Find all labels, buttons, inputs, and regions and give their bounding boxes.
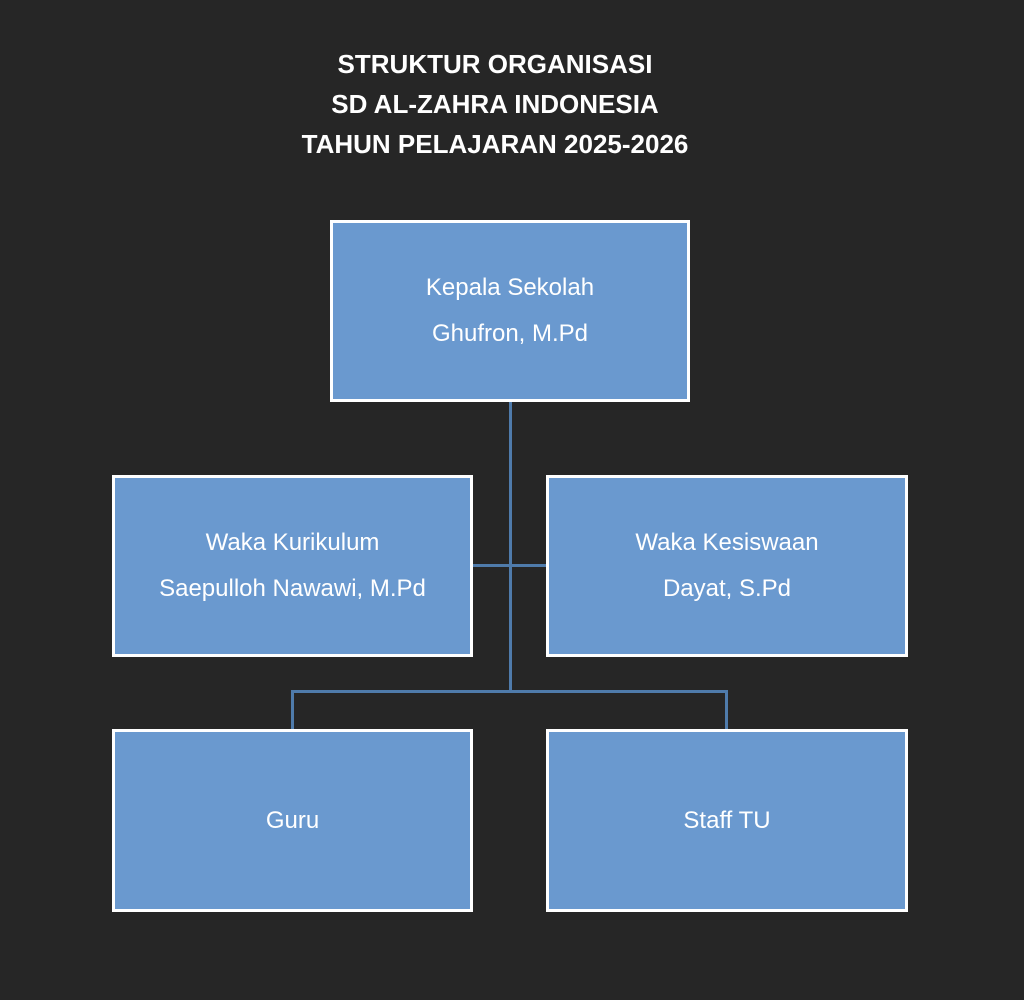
node-role: Kepala Sekolah: [425, 274, 595, 301]
connector-bottom-horizontal: [291, 690, 728, 693]
node-waka-kurikulum[interactable]: Waka Kurikulum Saepulloh Nawawi, M.Pd: [112, 475, 473, 657]
connector-staff-drop: [725, 690, 728, 730]
node-waka-kesiswaan[interactable]: Waka Kesiswaan Dayat, S.Pd: [546, 475, 908, 657]
connector-guru-drop: [291, 690, 294, 730]
title-line-2: SD AL-ZAHRA INDONESIA: [331, 89, 659, 119]
node-role: Staff TU: [683, 806, 771, 834]
title-line-1: STRUKTUR ORGANISASI: [337, 49, 653, 79]
connector-waka-horizontal: [472, 564, 547, 567]
connector-main-vertical: [509, 401, 512, 693]
node-person: Dayat, S.Pd: [662, 575, 792, 602]
node-role: Guru: [265, 806, 320, 834]
chart-title: STRUKTUR ORGANISASI SD AL-ZAHRA INDONESI…: [0, 44, 990, 164]
node-staff-tu[interactable]: Staff TU: [546, 729, 908, 912]
node-kepala-sekolah[interactable]: Kepala Sekolah Ghufron, M.Pd: [330, 220, 690, 402]
node-role: Waka Kesiswaan: [635, 529, 819, 556]
node-guru[interactable]: Guru: [112, 729, 473, 912]
node-person: Ghufron, M.Pd: [431, 320, 589, 347]
node-role: Waka Kurikulum: [205, 529, 380, 556]
node-person: Saepulloh Nawawi, M.Pd: [159, 575, 426, 602]
title-line-3: TAHUN PELAJARAN 2025-2026: [301, 129, 689, 159]
